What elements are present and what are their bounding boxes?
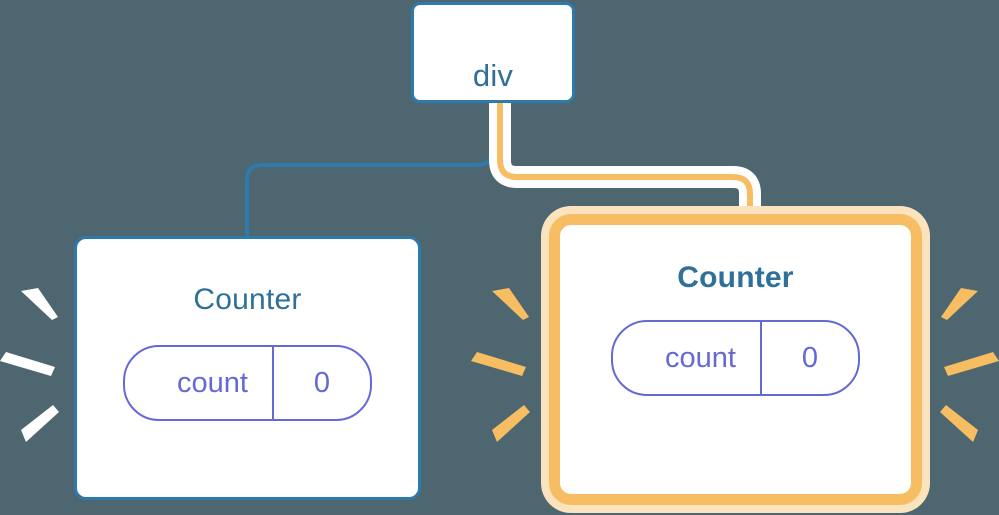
node-div[interactable]: div xyxy=(411,2,575,103)
state-pill-left: count 0 xyxy=(122,345,373,421)
spark-ray-icon xyxy=(492,288,529,320)
spark-ray-icon xyxy=(0,352,55,376)
spark-ray-icon xyxy=(471,352,526,376)
edge-div-to-counter-left xyxy=(245,102,494,238)
spark-ray-icon xyxy=(21,405,59,442)
node-counter-right[interactable]: Counter count 0 xyxy=(549,214,922,505)
right-spark-burst-right xyxy=(940,288,999,442)
state-key-right: count xyxy=(664,341,736,374)
node-counter-right-label: Counter xyxy=(677,261,794,294)
spark-ray-icon xyxy=(941,288,978,320)
spark-ray-icon xyxy=(492,405,530,442)
spark-ray-icon xyxy=(940,405,978,442)
state-value-right: 0 xyxy=(759,322,858,394)
spark-ray-icon xyxy=(21,288,58,320)
left-spark-burst xyxy=(0,288,59,442)
node-counter-left-label: Counter xyxy=(193,283,302,316)
node-div-label: div xyxy=(472,58,514,93)
spark-ray-icon xyxy=(944,352,999,376)
state-pill-right: count 0 xyxy=(610,320,861,396)
right-spark-burst-left xyxy=(471,288,530,442)
state-value-left: 0 xyxy=(271,347,370,419)
node-counter-left[interactable]: Counter count 0 xyxy=(74,236,421,500)
state-key-left: count xyxy=(176,366,248,399)
